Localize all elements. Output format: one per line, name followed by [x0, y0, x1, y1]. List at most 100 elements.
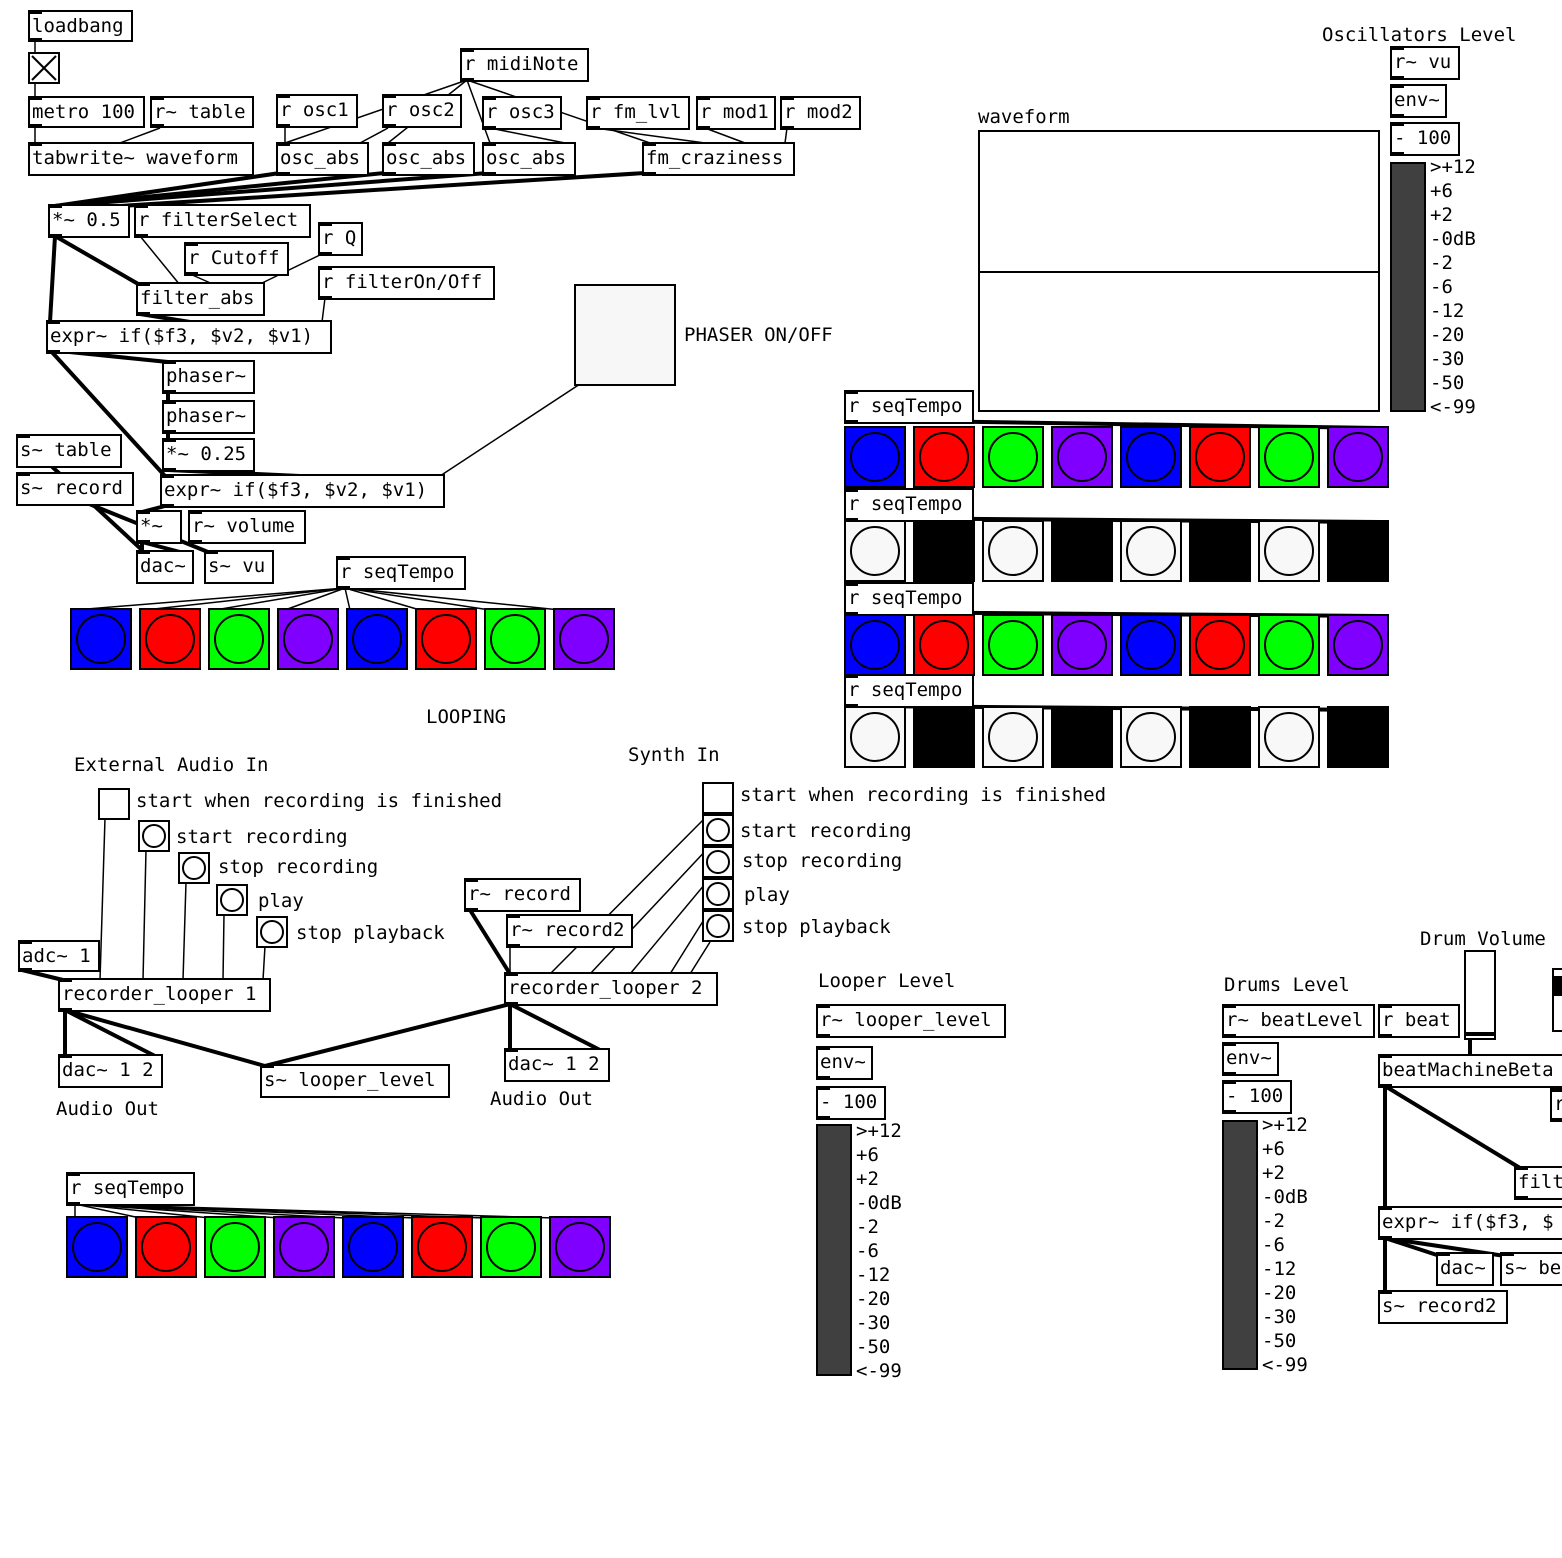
fm-craziness-object[interactable]: fm_craziness	[642, 142, 795, 176]
looper2-stop-playback-bang[interactable]	[702, 910, 734, 942]
receive-beatlevel-object[interactable]: r~ beatLevel	[1222, 1004, 1375, 1038]
env-drums-object[interactable]: env~	[1222, 1042, 1279, 1076]
osc-abs-2-object[interactable]: osc_abs	[382, 142, 475, 176]
sequencer-step-3[interactable]	[208, 608, 270, 670]
phaser-2-object[interactable]: phaser~	[162, 400, 255, 434]
expr-select-3-object[interactable]: expr~ if($f3, $	[1378, 1206, 1562, 1240]
sequencer-step-1[interactable]	[844, 614, 906, 676]
receive-mod1-object[interactable]: r mod1	[696, 96, 776, 130]
sequencer-step-8[interactable]	[553, 608, 615, 670]
receive-partial-object[interactable]: r	[1550, 1088, 1562, 1122]
sequencer-step-7[interactable]	[1258, 614, 1320, 676]
looper1-start-recording-bang[interactable]	[138, 820, 170, 852]
sequencer-step-6[interactable]	[411, 1216, 473, 1278]
receive-seqtempo-2-object[interactable]: r seqTempo	[844, 488, 974, 522]
receive-filteronoff-object[interactable]: r filterOn/Off	[318, 266, 495, 300]
receive-vu-object[interactable]: r~ vu	[1390, 46, 1460, 80]
send-looper-level-object[interactable]: s~ looper_level	[260, 1064, 450, 1098]
minus-100-drums-object[interactable]: - 100	[1222, 1080, 1292, 1114]
sequencer-step-3[interactable]	[982, 706, 1044, 768]
sequencer-step-5[interactable]	[1120, 426, 1182, 488]
beatmachine-object[interactable]: beatMachineBeta	[1378, 1054, 1562, 1088]
multiply-0.25-object[interactable]: *~ 0.25	[162, 438, 255, 472]
sequencer-step-6[interactable]	[1189, 520, 1251, 582]
looper2-play-bang[interactable]	[702, 878, 734, 910]
receive-osc2-object[interactable]: r osc2	[382, 94, 462, 128]
expr-select-2-object[interactable]: expr~ if($f3, $v2, $v1)	[160, 474, 445, 508]
receive-seqtempo-main-object[interactable]: r seqTempo	[336, 556, 466, 590]
adc-object[interactable]: adc~ 1	[18, 940, 100, 972]
multiply-object[interactable]: *~	[136, 510, 182, 544]
sequencer-step-2[interactable]	[139, 608, 201, 670]
dac-12-a-object[interactable]: dac~ 1 2	[58, 1054, 163, 1088]
sequencer-step-3[interactable]	[982, 426, 1044, 488]
sequencer-step-8[interactable]	[1327, 520, 1389, 582]
sequencer-step-7[interactable]	[1258, 706, 1320, 768]
expr-select-1-object[interactable]: expr~ if($f3, $v2, $v1)	[46, 320, 332, 354]
phaser-toggle[interactable]	[574, 284, 676, 386]
receive-filterselect-object[interactable]: r filterSelect	[134, 204, 311, 238]
looper2-start-recording-bang[interactable]	[702, 814, 734, 846]
multiply-0.5-object[interactable]: *~ 0.5	[48, 204, 130, 238]
sequencer-step-8[interactable]	[549, 1216, 611, 1278]
sequencer-step-8[interactable]	[1327, 706, 1389, 768]
sequencer-step-5[interactable]	[342, 1216, 404, 1278]
dac-12-b-object[interactable]: dac~ 1 2	[504, 1048, 610, 1082]
sequencer-step-1[interactable]	[70, 608, 132, 670]
receive-osc3-object[interactable]: r osc3	[482, 96, 562, 130]
send-vu-object[interactable]: s~ vu	[204, 550, 274, 584]
sequencer-step-5[interactable]	[1120, 614, 1182, 676]
sequencer-step-1[interactable]	[844, 426, 906, 488]
sequencer-step-1[interactable]	[66, 1216, 128, 1278]
osc-abs-3-object[interactable]: osc_abs	[482, 142, 576, 176]
sequencer-step-2[interactable]	[135, 1216, 197, 1278]
minus-100-looper-object[interactable]: - 100	[816, 1086, 886, 1120]
recorder-looper-2-object[interactable]: recorder_looper 2	[504, 972, 718, 1006]
sequencer-step-2[interactable]	[913, 426, 975, 488]
sequencer-step-3[interactable]	[204, 1216, 266, 1278]
sequencer-step-7[interactable]	[1258, 426, 1320, 488]
sequencer-step-6[interactable]	[1189, 614, 1251, 676]
sequencer-step-5[interactable]	[1120, 706, 1182, 768]
looper2-stop-recording-bang[interactable]	[702, 846, 734, 878]
sequencer-step-1[interactable]	[844, 706, 906, 768]
filter-partial-object[interactable]: filt	[1514, 1166, 1562, 1200]
osc-abs-1-object[interactable]: osc_abs	[276, 142, 369, 176]
phaser-1-object[interactable]: phaser~	[162, 360, 255, 394]
receive-seqtempo-1-object[interactable]: r seqTempo	[844, 390, 974, 424]
send-record-object[interactable]: s~ record	[16, 472, 134, 506]
receive-table-object[interactable]: r~ table	[150, 96, 254, 128]
looper1-stop-recording-bang[interactable]	[178, 852, 210, 884]
dac-drums-object[interactable]: dac~	[1436, 1252, 1494, 1286]
sequencer-step-7[interactable]	[484, 608, 546, 670]
sequencer-step-4[interactable]	[1051, 426, 1113, 488]
sequencer-step-3[interactable]	[982, 520, 1044, 582]
receive-cutoff-object[interactable]: r Cutoff	[184, 242, 289, 276]
send-beat-object[interactable]: s~ be	[1500, 1252, 1562, 1286]
metro-toggle[interactable]	[28, 52, 60, 84]
env-osc-object[interactable]: env~	[1390, 84, 1447, 118]
looper2-autostart-toggle[interactable]	[702, 782, 734, 814]
filter-abs-object[interactable]: filter_abs	[136, 282, 265, 316]
receive-record-object[interactable]: r~ record	[464, 878, 581, 912]
looper1-autostart-toggle[interactable]	[98, 788, 130, 820]
receive-mod2-object[interactable]: r mod2	[780, 96, 861, 130]
sequencer-step-5[interactable]	[346, 608, 408, 670]
sequencer-step-4[interactable]	[1051, 614, 1113, 676]
receive-seqtempo-4-object[interactable]: r seqTempo	[844, 674, 974, 708]
sequencer-step-7[interactable]	[1258, 520, 1320, 582]
sequencer-step-7[interactable]	[480, 1216, 542, 1278]
minus-100-osc-object[interactable]: - 100	[1390, 122, 1460, 156]
looper1-stop-playback-bang[interactable]	[256, 916, 288, 948]
receive-fm-lvl-object[interactable]: r fm_lvl	[586, 96, 690, 130]
sequencer-step-4[interactable]	[277, 608, 339, 670]
receive-record2-object[interactable]: r~ record2	[506, 914, 633, 948]
dac-object[interactable]: dac~	[136, 550, 194, 584]
sequencer-step-4[interactable]	[1051, 706, 1113, 768]
partial-slider[interactable]	[1552, 968, 1562, 1032]
sequencer-step-4[interactable]	[273, 1216, 335, 1278]
sequencer-step-2[interactable]	[913, 706, 975, 768]
sequencer-step-4[interactable]	[1051, 520, 1113, 582]
sequencer-step-8[interactable]	[1327, 426, 1389, 488]
receive-seqtempo-3-object[interactable]: r seqTempo	[844, 582, 974, 616]
